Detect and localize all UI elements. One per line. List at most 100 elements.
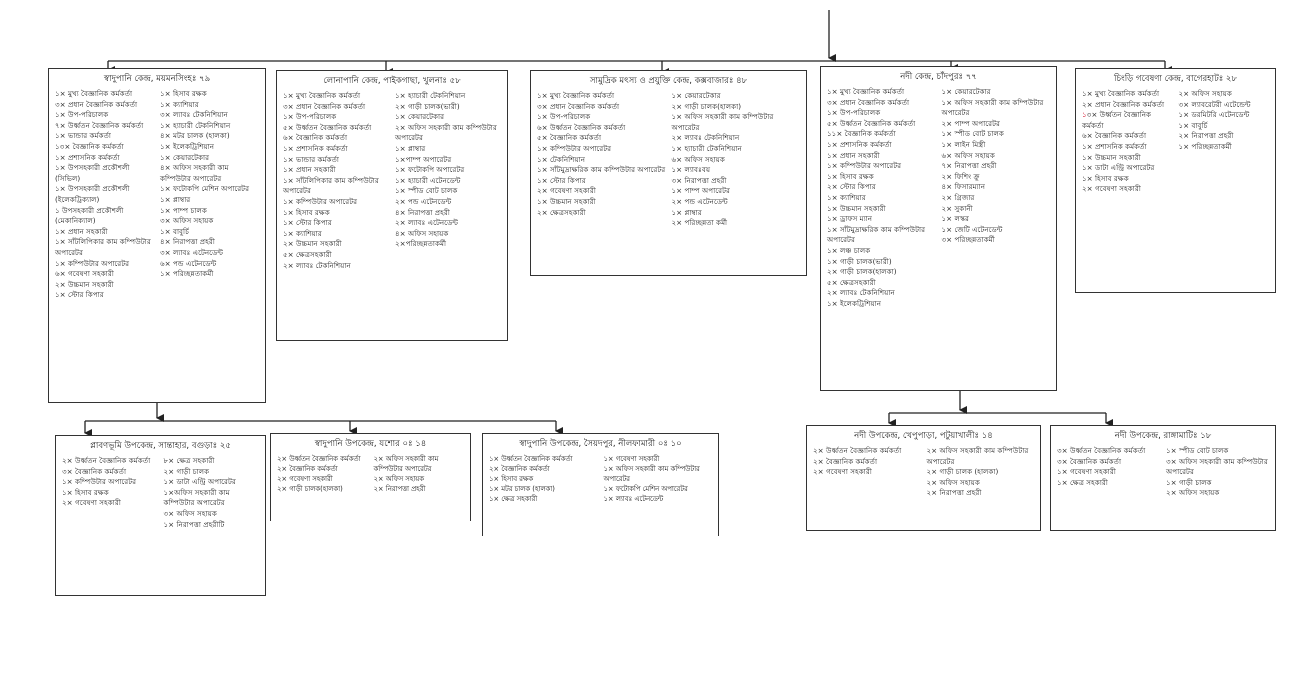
staff-item: ১× উপসহকারী প্রকৌশলী (ইলেকট্রিক্যাল)	[55, 184, 130, 204]
staff-item: ১× পরিচ্ছন্নতাকর্মী	[160, 269, 214, 279]
staff-item: ১× অফিস সহকারী কাম কম্পিউটার অপারেটর	[941, 97, 1044, 118]
staff-columns: ১× মুখ্য বৈজ্ঞানিক কর্মকর্তা৩× প্রধান বৈ…	[55, 89, 259, 301]
staff-item: ২× প্রধান বৈজ্ঞানিক কর্মকর্তা	[1082, 99, 1165, 109]
staff-item: ৫× বৈজ্ঞানিক কর্মকর্তা	[537, 133, 602, 143]
staff-item: ১× পরিচ্ছন্নতাকর্মী	[1178, 141, 1232, 151]
staff-item: ২× গবেষণা সহকারী	[1082, 184, 1141, 194]
staff-column-right: ১× গবেষণা সহকারী১× অফিস সহকারী কাম কম্পি…	[604, 454, 713, 504]
staff-item: ৩× অফিস সহায়ক	[160, 216, 214, 226]
staff-column-left: ২× উর্ধ্বতন বৈজ্ঞানিক কর্মকর্তা২× বৈজ্ঞা…	[277, 454, 368, 494]
staff-item: ১× নিরাপত্তা প্রহরীটি	[163, 519, 225, 529]
staff-item: ১× মুখ্য বৈজ্ঞানিক কর্মকর্তা	[283, 91, 361, 100]
staff-column-left: ২× উর্ধ্বতন বৈজ্ঞানিক কর্মকর্তা২× বৈজ্ঞা…	[813, 446, 921, 499]
staff-item: ২× উচ্চমান সহকারী	[283, 239, 342, 249]
staff-item: ১× হ্যাচারী এটেনডেন্ট	[395, 175, 461, 185]
staff-item: ১× প্লাম্বার	[671, 207, 702, 217]
staff-item: ৩× প্রধান বৈজ্ঞানিক কর্মকর্তা	[827, 97, 910, 107]
staff-item: ৭× নিরাপত্তা প্রহরী	[941, 161, 997, 171]
staff-item: ৫× ক্ষেত্রসহকারী	[283, 249, 332, 259]
unit-title: নদী উপকেন্দ্র, খেপুপাড়া, পটুয়াখালীঃ ১৪	[854, 431, 993, 441]
unit-title: চিংড়ি গবেষণা কেন্দ্র, বাগেরহাটঃ ২৮	[1114, 74, 1237, 84]
staff-item: ১৩× বৈজ্ঞানিক কর্মকর্তা	[55, 141, 124, 151]
staff-item: ১× প্রশাসনিক কর্মকর্তা	[283, 143, 348, 153]
staff-item: ৪× ফিসারম্যান	[941, 182, 986, 192]
staff-item: ৩× বৈজ্ঞানিক কর্মকর্তা	[62, 466, 127, 476]
unit-box-b9: নদী উপকেন্দ্র, খেপুপাড়া, পটুয়াখালীঃ ১৪…	[806, 425, 1041, 531]
staff-item: ১× প্রশাসনিক কর্মকর্তা	[827, 139, 892, 149]
staff-item: ২× গবেষণা সহকারী	[813, 467, 872, 477]
staff-item: ৪× অফিস সহায়ক	[395, 228, 449, 238]
staff-item: ১× হিসাব রক্ষক	[827, 171, 874, 181]
staff-item: ২× উর্ধ্বতন বৈজ্ঞানিক কর্মকর্তা	[277, 455, 361, 463]
staff-item: ১× মটর চালক (হালকা)	[489, 485, 555, 493]
staff-item: ৭× উর্ধ্বতন বৈজ্ঞানিক কর্মকর্তা	[55, 120, 144, 130]
staff-columns: ১× মুখ্য বৈজ্ঞানিক কর্মকর্তা৩× প্রধান বৈ…	[537, 91, 800, 229]
staff-columns: ১× মুখ্য বৈজ্ঞানিক কর্মকর্তা২× প্রধান বৈ…	[1082, 89, 1269, 195]
staff-column-left: ১× উর্ধ্বতন বৈজ্ঞানিক কর্মকর্তা২× বৈজ্ঞা…	[489, 454, 598, 504]
staff-item: ১× উচ্চমান সহকারী	[1082, 152, 1141, 162]
staff-item: ১× উপ-পরিচালক	[827, 108, 881, 118]
staff-item: ১× ল্যাবঃ এটেনডেন্ট	[603, 495, 664, 503]
staff-item: ২× সুকানী	[941, 203, 973, 213]
staff-item: ৬× বৈজ্ঞানিক কর্মকর্তা	[283, 133, 348, 143]
staff-item: ২× গবেষণা সহকারী	[537, 186, 596, 196]
staff-item: ১× স্পীড বোট চালক	[1166, 446, 1229, 455]
staff-item: ২× নিরাপত্তা প্রহরী	[373, 485, 426, 493]
staff-item: ১× ফটোকপি মেশিন অপারেটর	[160, 184, 250, 194]
staff-item: ১× ক্ষেত্র সহকারী	[489, 495, 538, 503]
unit-title: প্লাবণভূমি উপকেন্দ্র, সান্তাহার, বগুড়াঃ…	[90, 441, 231, 451]
staff-item: ১× লাইন মিস্ত্রী	[941, 139, 986, 149]
staff-item: ২× গাড়ী চালক (হালকা)	[926, 467, 999, 477]
staff-item: ১× গাড়ী চালক	[1166, 477, 1212, 487]
staff-item: ১× ইলেকট্রিশিয়ান	[160, 141, 215, 151]
staff-column-left: ৩× উর্ধ্বতন বৈজ্ঞানিক কর্মকর্তা৩× বৈজ্ঞা…	[1057, 446, 1160, 499]
staff-columns: ২× উর্ধ্বতন বৈজ্ঞানিক কর্মকর্তা২× বৈজ্ঞা…	[277, 454, 464, 494]
staff-item: ২× নিরাপত্তা প্রহরী	[926, 488, 982, 498]
staff-item: ৪× নিরাপত্তা প্রহরী	[160, 237, 215, 247]
staff-item: ১× হিসাব রক্ষক	[283, 207, 330, 217]
unit-box-b6: প্লাবণভূমি উপকেন্দ্র, সান্তাহার, বগুড়াঃ…	[55, 435, 266, 596]
staff-item: ৩× ল্যাবঃ টেকনিশিয়ান	[160, 110, 228, 120]
staff-item: ২× বৈজ্ঞানিক কর্মকর্তা	[489, 465, 550, 473]
staff-item: ১× প্রশাসনিক কর্মকর্তা	[55, 152, 120, 162]
staff-item: ২× গাড়ী চালক(হালকা)	[671, 101, 742, 111]
staff-item: ১× লস্কর	[941, 214, 969, 224]
staff-item: ২× অফিস সহায়ক	[1166, 488, 1220, 498]
staff-item: ১× গবেষণা সহকারী	[603, 455, 660, 463]
staff-item: ১× স্পীড বোট চালক	[941, 129, 1004, 139]
staff-item: ২× উর্ধ্বতন বৈজ্ঞানিক কর্মকর্তা	[813, 446, 902, 455]
staff-item: ২× গাড়ী চালক(হালকা)	[827, 267, 897, 277]
staff-item: ৪× মটর চালক (হালকা)	[160, 131, 230, 141]
staff-item: ১× গবেষণা সহকারী	[1057, 467, 1116, 477]
staff-item: ৩× বৈজ্ঞানিক কর্মকর্তা	[1057, 456, 1122, 466]
unit-title: নদী উপকেন্দ্র, রাঙ্গামাটিঃ ১৮	[1114, 431, 1212, 441]
staff-item: ১× প্রধান সহকারী	[283, 165, 336, 175]
staff-item: ১× কম্পিউটার অপারেটর	[827, 161, 902, 171]
staff-item: ৮× ক্ষেত্র সহকারী	[163, 456, 215, 465]
staff-item: ১× উচ্চমান সহকারী	[537, 196, 596, 206]
staff-item: ১× প্রশাসনিক কর্মকর্তা	[1082, 141, 1147, 151]
staff-item: ১× ডাটা এন্ট্রি অপারেটর	[163, 477, 236, 487]
staff-item: ১× ফটোকপি মেশিন অপারেটর	[603, 485, 688, 493]
staff-item: ৫× ক্ষেত্রসহকারী	[827, 277, 876, 287]
staff-item: ১× ভান্ডার কর্মকর্তা	[283, 154, 339, 164]
staff-item: ২× গ্রিজার	[941, 192, 975, 202]
staff-item: ১× সাঁটলিপিকার কাম কম্পিউটার অপারেটর	[55, 237, 151, 257]
staff-item: ১× মুখ্য বৈজ্ঞানিক কর্মকর্তা	[1082, 89, 1160, 98]
staff-item: ১× জেটি এটেনডেন্ট	[941, 224, 1003, 234]
staff-item: ১× উচ্চমান সহকারী	[827, 203, 886, 213]
staff-item: ৬× উর্ধ্বতন বৈজ্ঞানিক কর্মকর্তা	[537, 122, 626, 132]
staff-item: ২× অফিস সহকারী কাম কম্পিউটার অপারেটর	[373, 455, 439, 473]
staff-item: ৩× অফিস সহকারী কাম কম্পিউটার অপারেটর	[1166, 456, 1268, 477]
staff-item: ১× সাঁটমুদ্রাক্ষরিক কাম কম্পিউটার অপারেট…	[537, 165, 666, 175]
staff-column-left: ১× মুখ্য বৈজ্ঞানিক কর্মকর্তা৩× প্রধান বৈ…	[283, 91, 389, 271]
staff-item: ১× স্পীড বোট চালক	[395, 186, 458, 196]
